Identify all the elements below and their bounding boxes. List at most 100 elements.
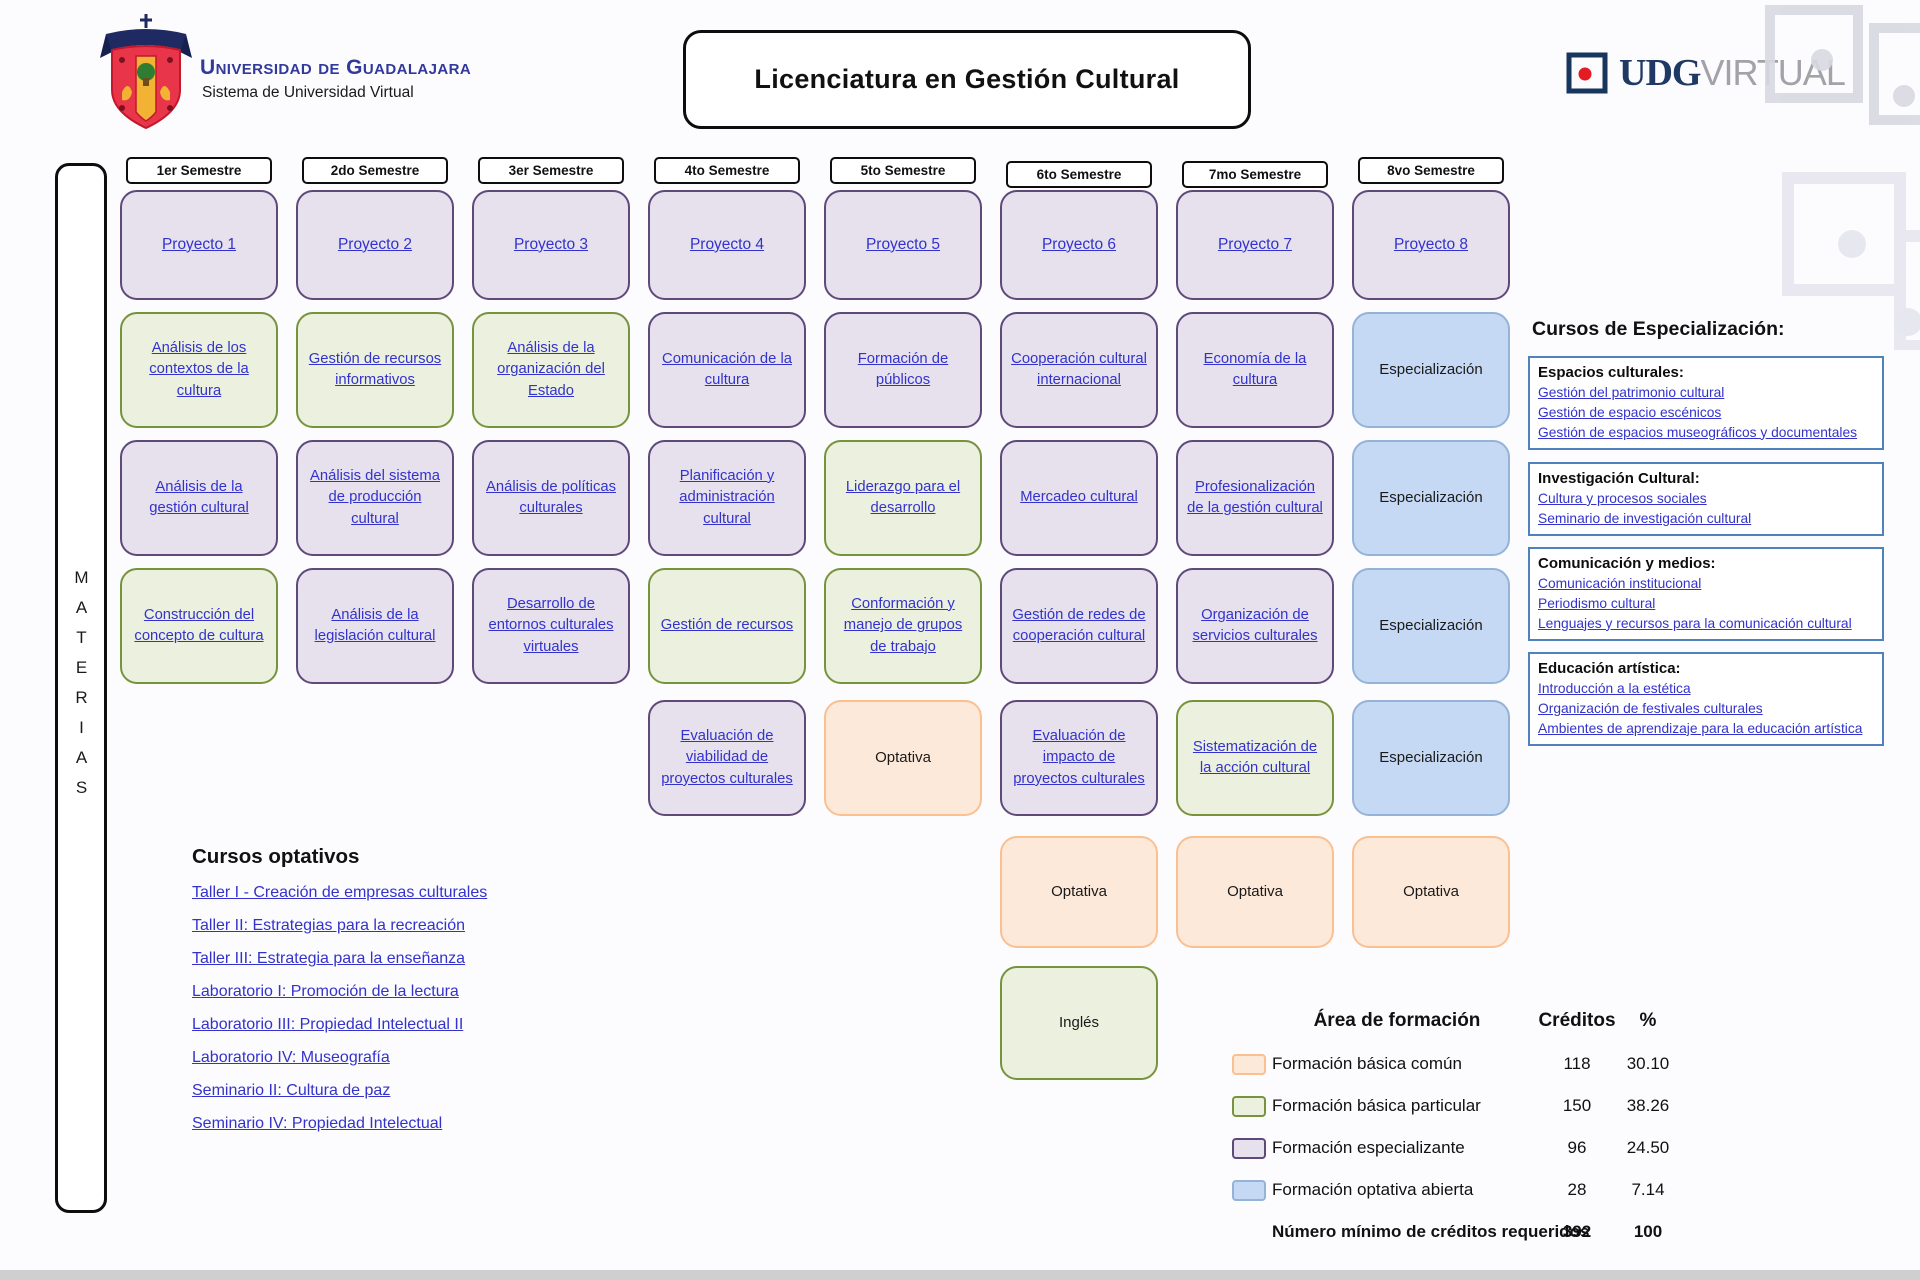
course-link[interactable]: Análisis de la legislación cultural (314, 606, 436, 644)
course-link[interactable]: Desarrollo de entornos culturales virtua… (488, 595, 614, 655)
course-box: Mercadeo cultural (1000, 440, 1158, 556)
legend-percent: 7.14 (1631, 1180, 1665, 1199)
course-box: Desarrollo de entornos culturales virtua… (472, 568, 630, 684)
legend-swatch (1232, 1054, 1266, 1075)
legend-swatch (1232, 1180, 1266, 1201)
course-box: Organización de servicios culturales (1176, 568, 1334, 684)
course-label: Optativa (1227, 883, 1283, 901)
semester-header: 1er Semestre (126, 157, 272, 184)
course-link[interactable]: Gestión de recursos (660, 617, 794, 634)
semester-header: 4to Semestre (654, 157, 800, 184)
course-link[interactable]: Gestión de recursos informativos (308, 350, 442, 388)
optional-course-link[interactable]: Taller III: Estrategia para la enseñanza (192, 950, 466, 967)
course-link[interactable]: Evaluación de viabilidad de proyectos cu… (661, 727, 793, 787)
course-box: Construcción del concepto de cultura (120, 568, 278, 684)
course-box: Proyecto 7 (1176, 190, 1334, 300)
course-link[interactable]: Proyecto 4 (689, 235, 765, 253)
legend-total-percent: 100 (1633, 1222, 1663, 1241)
specialization-course-link[interactable]: Gestión de espacio escénicos (1538, 404, 1722, 420)
course-link[interactable]: Análisis del sistema de producción cultu… (310, 467, 440, 527)
legend-title: Área de formación (1313, 1010, 1481, 1031)
specialization-heading: Cursos de Especialización: (1532, 318, 1785, 340)
specialization-course-link[interactable]: Lenguajes y recursos para la comunicació… (1538, 615, 1852, 631)
optional-course-link[interactable]: Taller II: Estrategias para la recreació… (192, 917, 466, 934)
course-link[interactable]: Proyecto 2 (337, 235, 413, 253)
course-label: Optativa (1403, 883, 1459, 901)
optional-course-link[interactable]: Seminario IV: Propiedad Intelectual (192, 1115, 443, 1132)
specialization-group-title: Espacios culturales: (1538, 364, 1684, 381)
specialization-course-link[interactable]: Organización de festivales culturales (1538, 700, 1763, 716)
course-link[interactable]: Profesionalización de la gestión cultura… (1187, 478, 1323, 516)
udgvirtual-icon (1566, 52, 1608, 94)
specialization-course-link[interactable]: Cultura y procesos sociales (1538, 490, 1707, 506)
course-link[interactable]: Organización de servicios culturales (1192, 606, 1318, 644)
specialization-course-link[interactable]: Introducción a la estética (1538, 680, 1691, 696)
specialization-group-title: Educación artística: (1538, 660, 1681, 677)
course-link[interactable]: Construcción del concepto de cultura (134, 606, 264, 644)
bottom-edge-strip (0, 1270, 1920, 1280)
course-link[interactable]: Planificación y administración cultural (679, 467, 775, 527)
course-box: Análisis de la gestión cultural (120, 440, 278, 556)
course-box: Proyecto 1 (120, 190, 278, 300)
semester-header: 5to Semestre (830, 157, 976, 184)
legend-credits: 96 (1567, 1138, 1587, 1157)
course-link[interactable]: Comunicación de la cultura (662, 350, 792, 388)
course-link[interactable]: Evaluación de impacto de proyectos cultu… (1013, 727, 1145, 787)
course-link[interactable]: Proyecto 7 (1217, 235, 1293, 253)
specialization-course-link[interactable]: Periodismo cultural (1538, 595, 1656, 611)
course-box: Análisis de políticas culturales (472, 440, 630, 556)
udeg-system-subtitle: Sistema de Universidad Virtual (202, 84, 414, 101)
course-box: Proyecto 3 (472, 190, 630, 300)
specialization-course-link[interactable]: Seminario de investigación cultural (1538, 510, 1752, 526)
optional-course-link[interactable]: Laboratorio I: Promoción de la lectura (192, 983, 459, 1000)
course-link[interactable]: Análisis de los contextos de la cultura (149, 339, 249, 399)
legend-swatch (1232, 1096, 1266, 1117)
course-box: Gestión de redes de cooperación cultural (1000, 568, 1158, 684)
optional-course-link[interactable]: Taller I - Creación de empresas cultural… (192, 884, 488, 901)
course-link[interactable]: Formación de públicos (857, 350, 949, 388)
course-link[interactable]: Conformación y manejo de grupos de traba… (843, 595, 963, 655)
legend-credits: 118 (1563, 1054, 1591, 1073)
course-box: Proyecto 6 (1000, 190, 1158, 300)
course-link[interactable]: Proyecto 6 (1041, 235, 1117, 253)
course-link[interactable]: Análisis de la organización del Estado (497, 339, 605, 399)
course-box: Liderazgo para el desarrollo (824, 440, 982, 556)
course-link[interactable]: Gestión de redes de cooperación cultural (1012, 606, 1146, 644)
course-box: Especialización (1352, 700, 1510, 816)
course-link[interactable]: Análisis de la gestión cultural (149, 478, 249, 516)
legend-percent: 38.26 (1626, 1096, 1670, 1115)
course-link[interactable]: Proyecto 3 (513, 235, 589, 253)
course-box: Formación de públicos (824, 312, 982, 428)
course-box: Economía de la cultura (1176, 312, 1334, 428)
course-link[interactable]: Proyecto 1 (161, 235, 237, 253)
legend-credits: 150 (1562, 1096, 1592, 1115)
optional-course-link[interactable]: Laboratorio III: Propiedad Intelectual I… (192, 1016, 464, 1033)
watermark-squares (1765, 5, 1920, 350)
optional-course-link[interactable]: Laboratorio IV: Museografía (192, 1049, 390, 1066)
semester-header: 6to Semestre (1006, 161, 1152, 188)
course-label: Optativa (875, 749, 931, 767)
course-link[interactable]: Liderazgo para el desarrollo (845, 478, 961, 516)
specialization-course-link[interactable]: Ambientes de aprendizaje para la educaci… (1538, 720, 1863, 736)
specialization-group-title: Comunicación y medios: (1538, 555, 1716, 572)
legend-percent: 24.50 (1626, 1138, 1670, 1157)
course-link[interactable]: Sistematización de la acción cultural (1192, 738, 1318, 776)
course-link[interactable]: Proyecto 8 (1393, 235, 1469, 253)
specialization-course-link[interactable]: Comunicación institucional (1538, 575, 1702, 591)
course-link[interactable]: Cooperación cultural internacional (1011, 350, 1147, 388)
course-link[interactable]: Proyecto 5 (865, 235, 941, 253)
optional-course-link[interactable]: Seminario II: Cultura de paz (192, 1082, 391, 1099)
legend-label: Formación básica común (1272, 1054, 1462, 1073)
course-box: Sistematización de la acción cultural (1176, 700, 1334, 816)
course-box: Análisis de la organización del Estado (472, 312, 630, 428)
specialization-course-link[interactable]: Gestión del patrimonio cultural (1538, 384, 1725, 400)
course-box: Proyecto 4 (648, 190, 806, 300)
specialization-course-link[interactable]: Gestión de espacios museográficos y docu… (1538, 424, 1858, 440)
course-link[interactable]: Análisis de políticas culturales (486, 478, 616, 516)
course-box: Planificación y administración cultural (648, 440, 806, 556)
course-box: Evaluación de viabilidad de proyectos cu… (648, 700, 806, 816)
course-link[interactable]: Mercadeo cultural (1020, 489, 1138, 506)
legend-label: Formación especializante (1272, 1138, 1465, 1157)
course-link[interactable]: Economía de la cultura (1203, 350, 1307, 388)
